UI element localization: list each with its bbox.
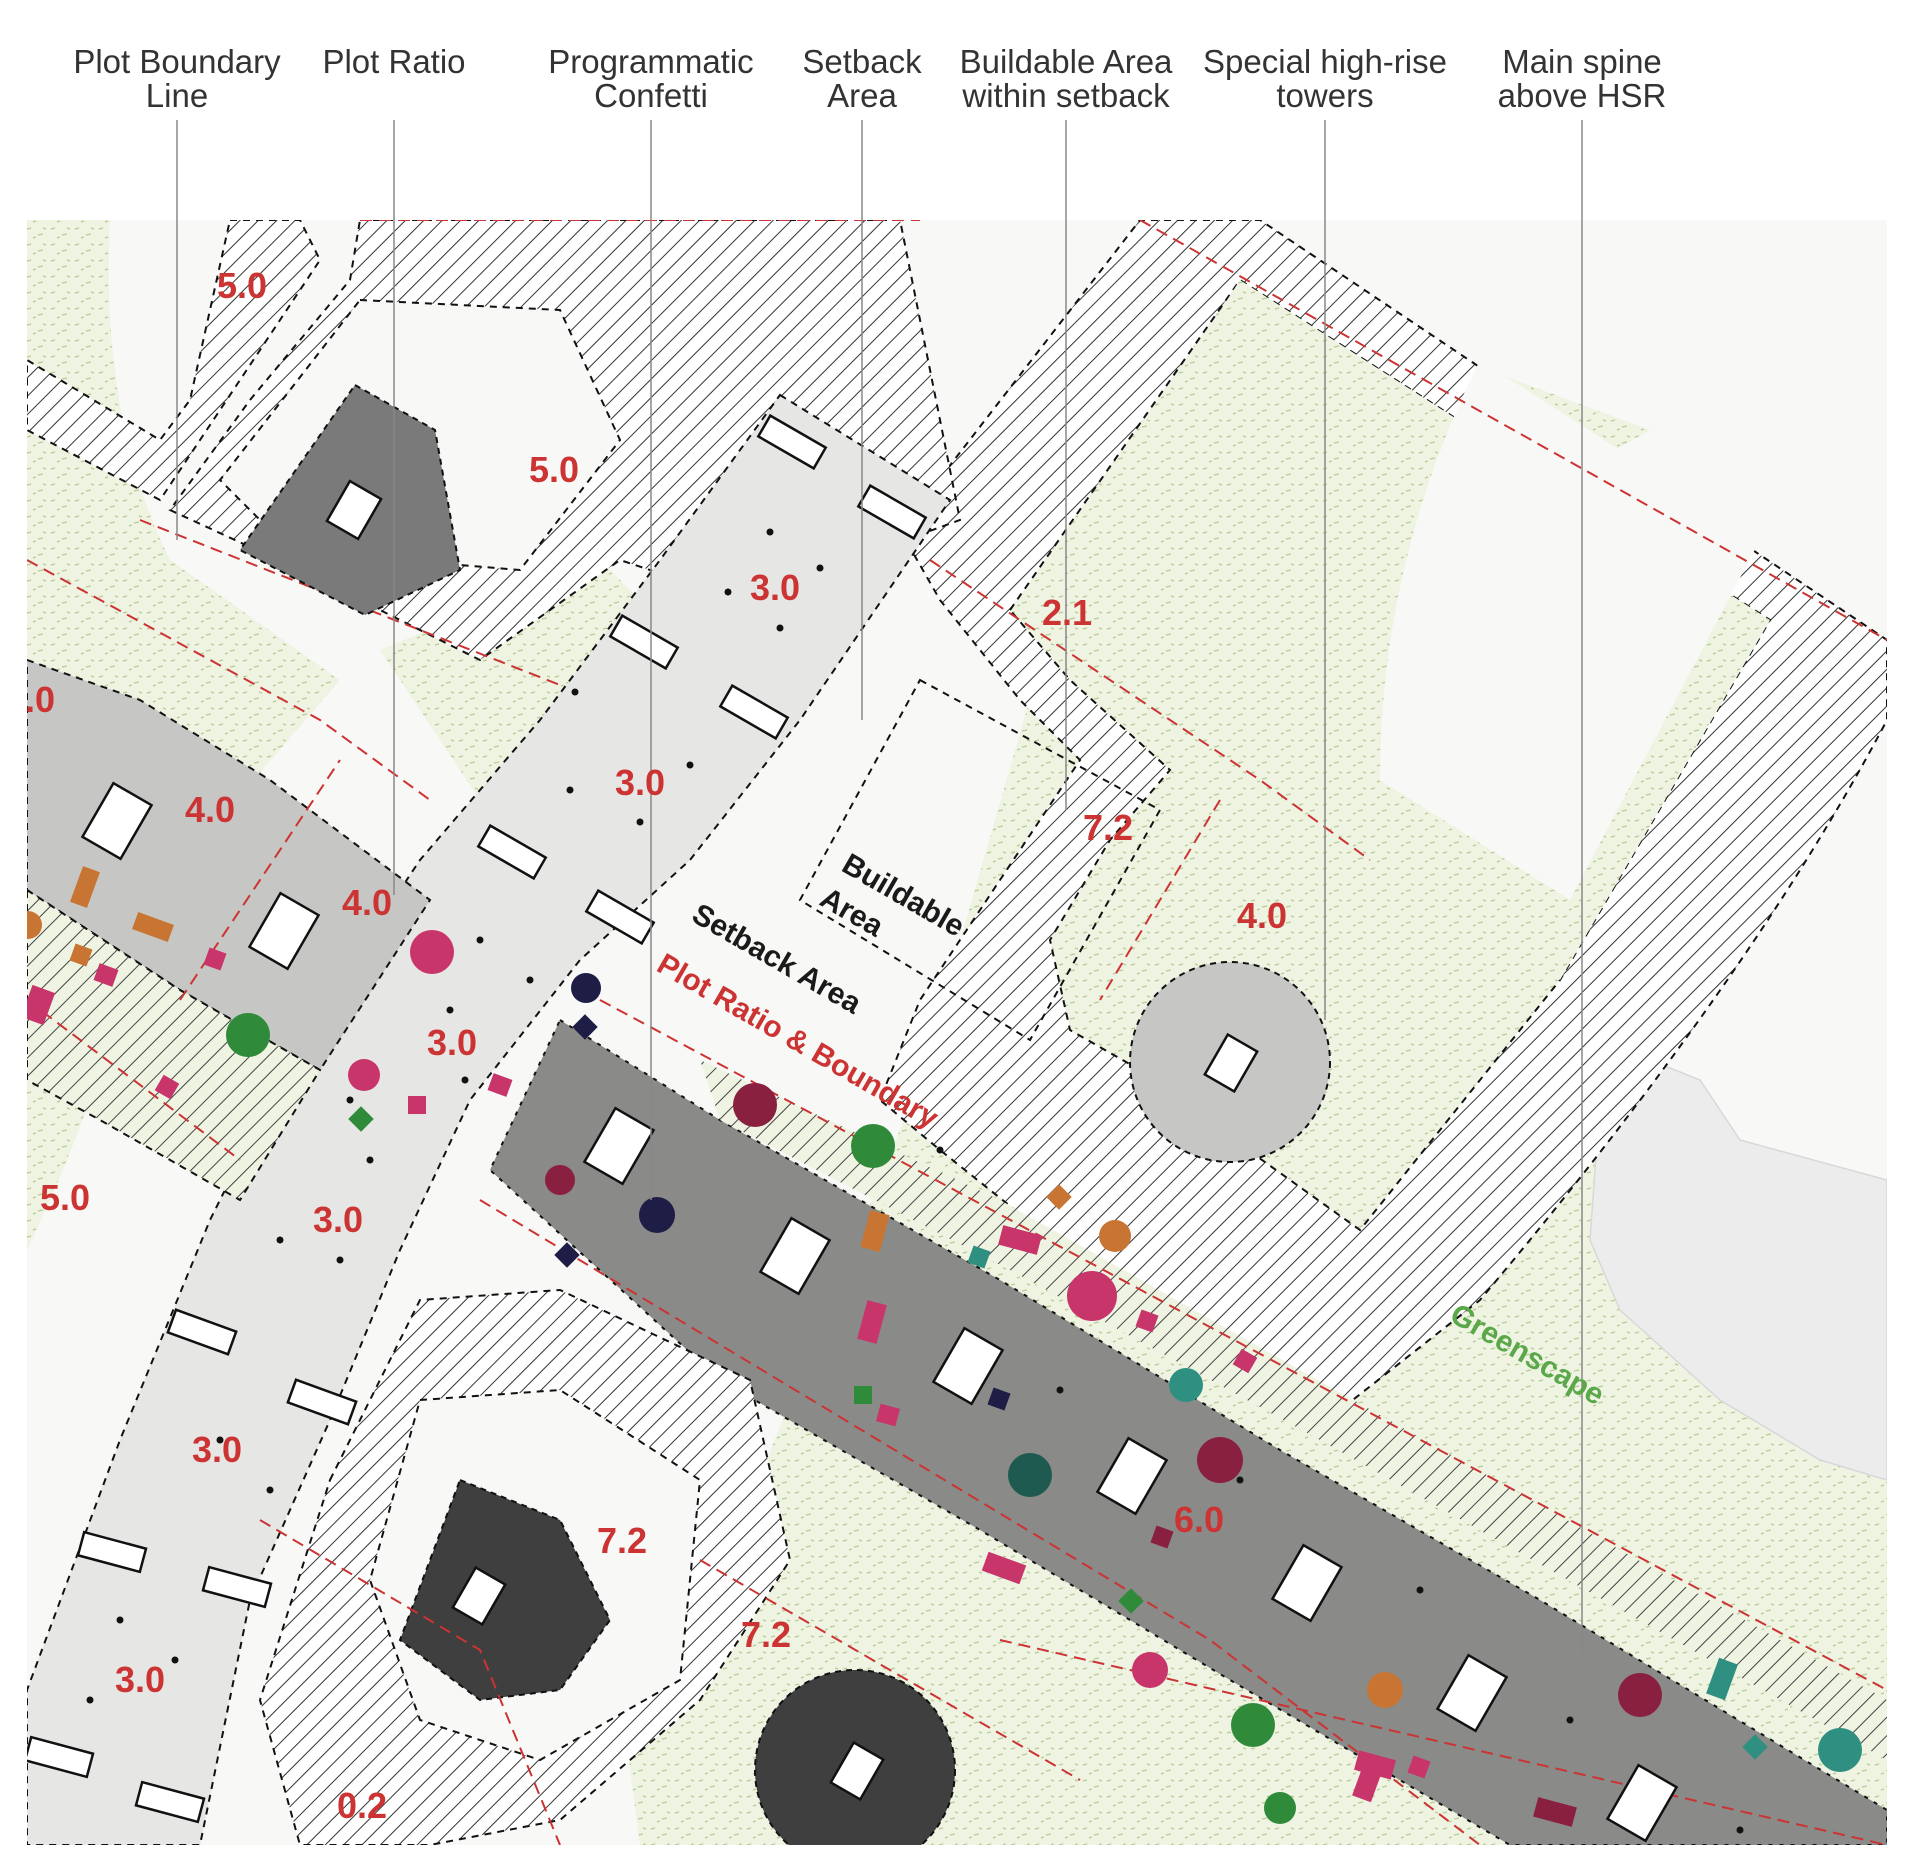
plot-ratio-value: 3.0 [313,1199,363,1240]
building-footprints [27,413,1679,1843]
special-tower-pentagon-nw [238,383,462,617]
plot-ratio-value: 3.0 [615,762,665,803]
plot-ratio-value: 3.0 [115,1659,165,1700]
callout-leaders [176,120,1583,1655]
plot-ratio-value: 5.0 [217,265,267,306]
plot-ratio-value: 3.0 [192,1429,242,1470]
plot-ratio-value: 7.2 [1083,807,1133,848]
plot-ratio-labels: 5.0 5.0 3.0 3.0 2.1 7.2 .0 4.0 4.0 4.0 3… [25,265,1287,1826]
plot-ratio-value: 4.0 [342,882,392,923]
northeast-plots [878,220,1887,1412]
callout-plot-boundary-line1: Plot Boundary [73,43,281,80]
callout-plot-boundary-line2: Line [146,77,208,114]
callout-main-spine-line2: above HSR [1498,77,1667,114]
callout-buildable-line1: Buildable Area [960,43,1173,80]
plot-ratio-value: 4.0 [1237,895,1287,936]
plot-ratio-value: 7.2 [597,1520,647,1561]
programmatic-confetti [27,866,1862,1827]
plot-ratio-value: 5.0 [40,1177,90,1218]
plot-ratio-value: 3.0 [427,1022,477,1063]
plot-ratio-value: 4.0 [185,789,235,830]
callout-towers-line1: Special high-rise [1203,43,1447,80]
map-area [27,220,1887,1845]
callout-setback-line2: Area [827,77,897,114]
callout-towers-line2: towers [1276,77,1373,114]
cross-street [27,393,952,1845]
special-tower-round-east [1129,961,1331,1163]
callout-main-spine-line1: Main spine [1502,43,1662,80]
plot-ratio-value: 3.0 [750,567,800,608]
callout-buildable-line2: within setback [961,77,1170,114]
plot-ratio-value: 6.0 [1174,1499,1224,1540]
plot-ratio-value: 7.2 [741,1614,791,1655]
plot-ratio-value: 2.1 [1042,592,1092,633]
south-plots [258,1288,1887,1845]
callout-programmatic-confetti-line2: Confetti [594,77,708,114]
callout-setback-line1: Setback [802,43,922,80]
callout-plot-ratio-line1: Plot Ratio [322,43,465,80]
plot-ratio-value: .0 [25,679,55,720]
callout-programmatic-confetti-line1: Programmatic [548,43,753,80]
plot-ratio-value: 0.2 [337,1785,387,1826]
buildable-area-outline [798,678,1162,1042]
tree-dots [86,528,1744,1834]
callout-labels: Plot Boundary Line Plot Ratio Programmat… [73,43,1666,114]
plot-ratio-value: 5.0 [529,449,579,490]
